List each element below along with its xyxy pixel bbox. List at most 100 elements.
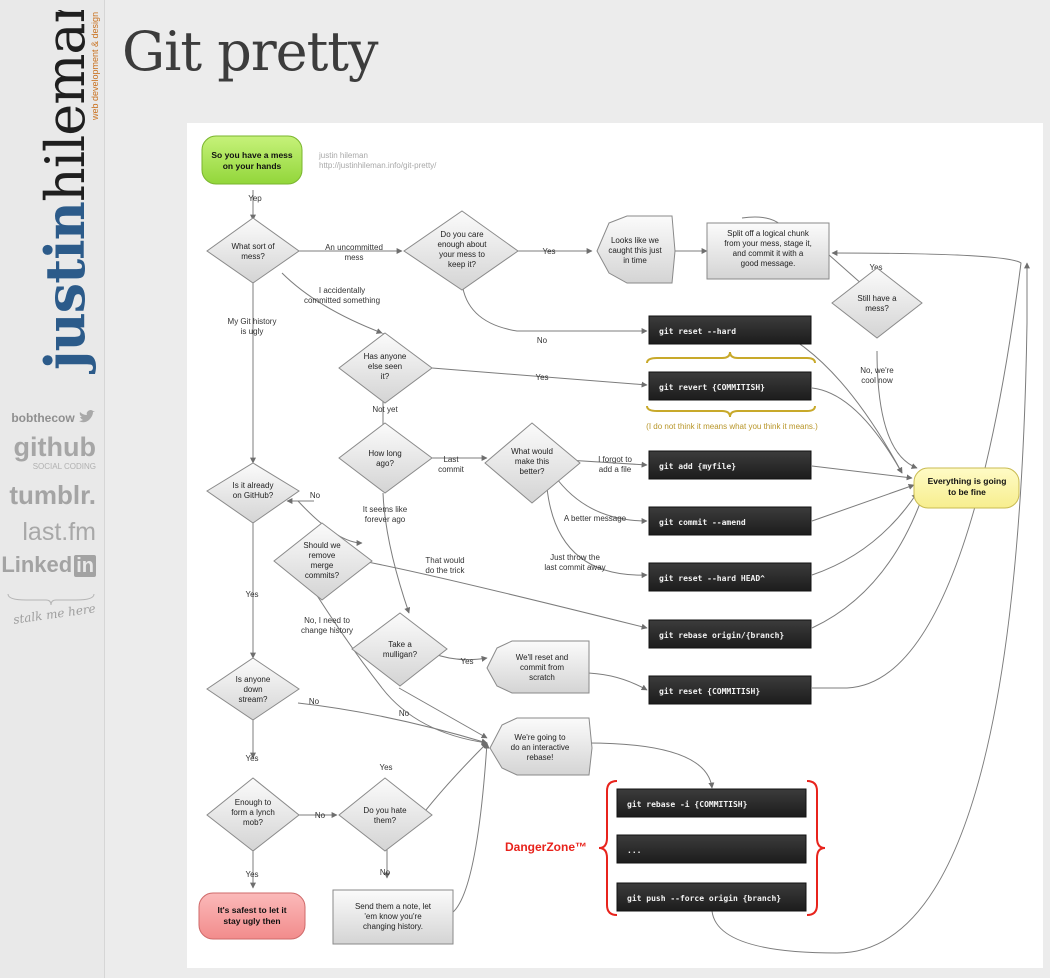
cmd-reset-hard: git reset --hard xyxy=(659,326,736,336)
github-label: github xyxy=(13,432,96,462)
node-safest-line1: It's safest to let it xyxy=(217,905,286,915)
node-remove-merge-line3: merge xyxy=(311,561,334,570)
node-on-github-line1: Is it already xyxy=(233,481,274,490)
cmd-reset-head: git reset --hard HEAD^ xyxy=(659,573,765,583)
node-interactive-line1: We're going to xyxy=(514,733,566,742)
node-start xyxy=(201,135,303,185)
label-yes-lynch: Yes xyxy=(245,870,258,879)
brand-logo[interactable]: justinhileman web development & design xyxy=(32,10,107,375)
tumblr-link[interactable]: tumblr. xyxy=(9,480,96,510)
twitter-handle: bobthecow xyxy=(11,411,75,425)
label-yes-care: Yes xyxy=(542,247,555,256)
danger-bracket-left xyxy=(598,780,618,916)
node-lynch-line1: Enough to xyxy=(235,798,272,807)
node-note-line1: Send them a note, let xyxy=(355,902,432,911)
label-no-down: No xyxy=(309,697,320,706)
node-fine-line2: to be fine xyxy=(948,487,986,497)
gold-bracket-bottom xyxy=(646,405,816,418)
label-yes-hate: Yes xyxy=(379,763,392,772)
cmd-add: git add {myfile} xyxy=(659,461,736,471)
lastfm-link[interactable]: last.fm xyxy=(22,518,96,546)
cmd-rebase-i: git rebase -i {COMMITISH} xyxy=(627,799,748,809)
node-reset-commit-line3: scratch xyxy=(529,673,555,682)
node-how-long xyxy=(338,422,433,494)
cmd-dots: ... xyxy=(627,846,641,855)
label-throw-2: last commit away xyxy=(544,563,605,572)
node-care-line4: keep it? xyxy=(448,260,477,269)
node-hate-line1: Do you hate xyxy=(363,806,407,815)
node-reset-commit-line1: We'll reset and xyxy=(516,653,569,662)
cmd-amend: git commit --amend xyxy=(659,517,746,527)
node-caught-line2: caught this just xyxy=(608,246,662,255)
github-link[interactable]: github xyxy=(0,432,96,462)
node-has-anyone-line2: else seen xyxy=(368,362,402,371)
cmd-push-force: git push --force origin {branch} xyxy=(627,893,781,903)
node-anyone-down xyxy=(206,657,300,721)
princess-note: (I do not think it means what you think … xyxy=(646,422,818,431)
node-still-mess-line2: mess? xyxy=(865,304,889,313)
twitter-link[interactable]: bobthecow xyxy=(0,410,96,425)
node-interactive xyxy=(489,717,593,776)
label-trick-2: do the trick xyxy=(425,566,465,575)
node-split-line3: and commit it with a xyxy=(733,249,804,258)
credit-name: justin hileman xyxy=(318,151,368,160)
label-yes-github: Yes xyxy=(245,590,258,599)
node-interactive-line2: do an interactive xyxy=(511,743,570,752)
command-boxes xyxy=(616,315,812,912)
brand-tagline: web development & design xyxy=(90,12,100,121)
label-not-yet: Not yet xyxy=(372,405,398,414)
stalk-brace-icon xyxy=(7,593,95,606)
node-what-better-line3: better? xyxy=(520,467,545,476)
node-mulligan-line2: mulligan? xyxy=(383,650,418,659)
node-split-line4: good message. xyxy=(741,259,796,268)
node-lynch-line2: form a lynch xyxy=(231,808,275,817)
cmd-revert: git revert {COMMITISH} xyxy=(659,382,765,392)
node-fine xyxy=(913,467,1020,509)
node-still-mess xyxy=(831,267,923,339)
node-remove-merge-line1: Should we xyxy=(303,541,341,550)
label-uncommitted-2: mess xyxy=(344,253,363,262)
node-anyone-down-line2: down xyxy=(243,685,262,694)
node-what-better-line1: What would xyxy=(511,447,553,456)
node-remove-merge xyxy=(273,522,373,601)
node-anyone-down-line1: Is anyone xyxy=(236,675,271,684)
node-start-line1: So you have a mess xyxy=(211,150,293,160)
node-caught-line3: in time xyxy=(623,256,647,265)
label-yes-down: Yes xyxy=(245,754,258,763)
node-safest xyxy=(198,892,306,940)
label-forgot-2: add a file xyxy=(599,465,632,474)
node-note-line2: 'em know you're xyxy=(364,912,422,921)
label-better-msg: A better message xyxy=(564,514,627,523)
node-lynch-line3: mob? xyxy=(243,818,264,827)
node-what-better xyxy=(484,422,581,504)
cmd-reset-commitish: git reset {COMMITISH} xyxy=(659,686,760,696)
node-what-sort-line1: What sort of xyxy=(231,242,275,251)
node-anyone-down-line3: stream? xyxy=(239,695,268,704)
label-seems-2: forever ago xyxy=(365,515,406,524)
flowchart: Yep An uncommitted mess Yes I accidental… xyxy=(198,135,1030,954)
label-no-github: No xyxy=(310,491,321,500)
node-care-line2: enough about xyxy=(438,240,488,249)
label-cool-2: cool now xyxy=(861,376,893,385)
node-remove-merge-line4: commits? xyxy=(305,571,340,580)
page-title: Git pretty xyxy=(122,20,379,83)
brand-first: justin xyxy=(33,201,97,375)
node-safest-line2: stay ugly then xyxy=(223,916,280,926)
github-sub: SOCIAL CODING xyxy=(32,462,96,471)
gold-bracket-top xyxy=(646,351,816,364)
label-no-lynch: No xyxy=(315,811,326,820)
credit-url[interactable]: http://justinhileman.info/git-pretty/ xyxy=(319,161,437,170)
node-interactive-line3: rebase! xyxy=(527,753,554,762)
node-hate-line2: them? xyxy=(374,816,397,825)
label-trick-1: That would xyxy=(425,556,464,565)
label-no-mulligan: No xyxy=(399,709,410,718)
node-reset-commit xyxy=(486,640,590,694)
linkedin-label: Linked xyxy=(1,552,73,577)
twitter-bird-icon xyxy=(79,410,95,423)
node-caught-line1: Looks like we xyxy=(611,236,660,245)
edge-labels: Yep An uncommitted mess Yes I accidental… xyxy=(228,194,895,879)
label-seems-1: It seems like xyxy=(363,505,408,514)
label-last-commit-2: commit xyxy=(438,465,465,474)
node-care-line1: Do you care xyxy=(440,230,484,239)
